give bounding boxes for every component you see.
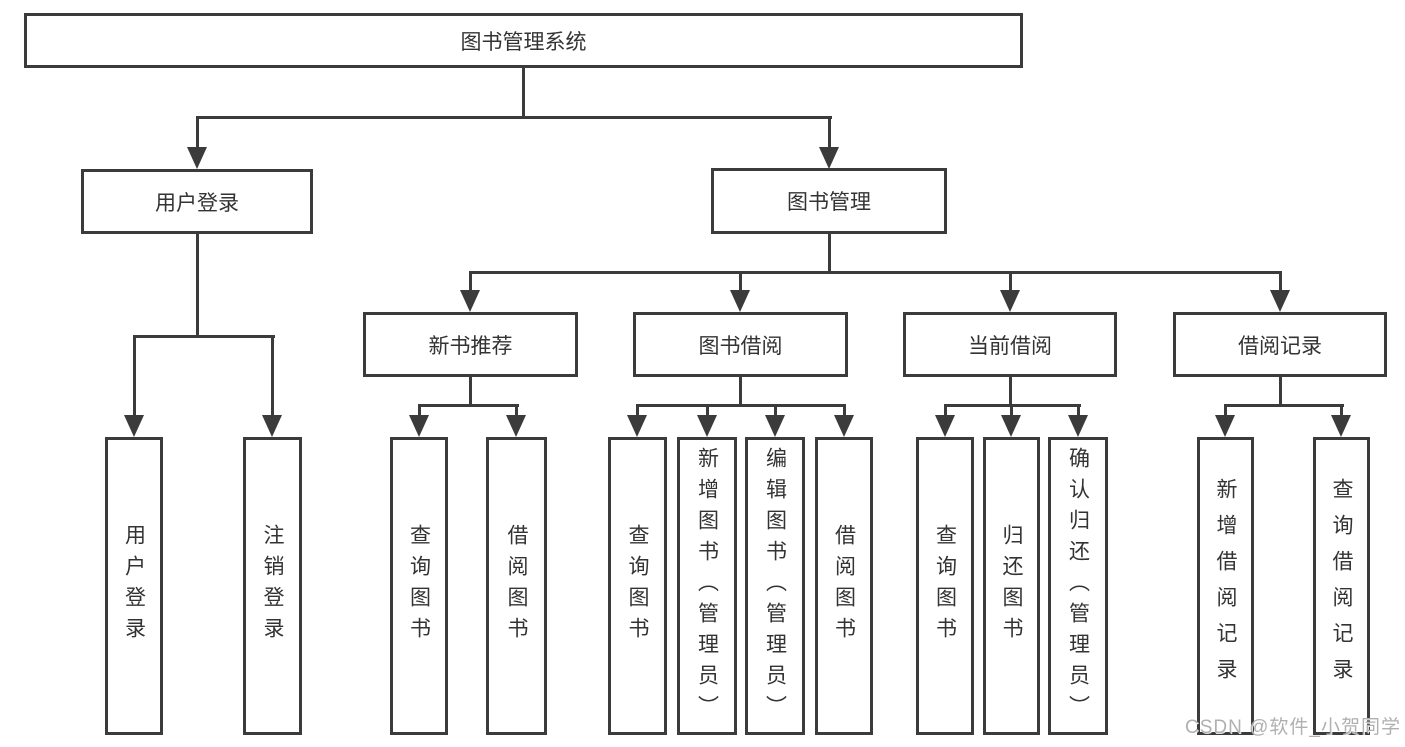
connector-bor-leaf2-stem xyxy=(706,404,709,417)
connector-borrow-down xyxy=(739,376,742,407)
leaf-confirm-return-admin: 确认归还（管理员） xyxy=(1048,437,1108,735)
leaf-add-borrow-record: 新增借阅记录 xyxy=(1197,437,1254,735)
connector-current-stem xyxy=(1009,271,1012,291)
leaf-borrow-books-recommend: 借阅图书 xyxy=(486,437,547,735)
node-current-borrowing: 当前借阅 xyxy=(903,312,1117,377)
arrow-to-leaf-login xyxy=(124,415,144,437)
node-user-login: 用户登录 xyxy=(81,169,313,234)
connector-recommend-stem xyxy=(469,271,472,291)
connector-bor-leaf3-stem xyxy=(774,404,777,417)
connector-leaf-logout-stem xyxy=(271,335,274,417)
arrow-to-bor-borrow xyxy=(834,415,854,437)
leaf-logout: 注销登录 xyxy=(243,437,302,735)
connector-recommend-rail xyxy=(418,404,519,407)
arrow-to-records xyxy=(1270,290,1290,312)
node-library-management-system: 图书管理系统 xyxy=(24,13,1023,68)
connector-records-down xyxy=(1279,376,1282,407)
leaf-query-books-borrow: 查询图书 xyxy=(608,437,667,735)
connector-bor-leaf4-stem xyxy=(843,404,846,417)
leaf-user-login: 用户登录 xyxy=(105,437,163,735)
leaf-query-books-current: 查询图书 xyxy=(916,437,974,735)
arrow-to-rec-query xyxy=(409,415,429,437)
node-new-book-recommendation: 新书推荐 xyxy=(363,312,578,377)
connector-current-down xyxy=(1009,376,1012,407)
connector-recommend-down xyxy=(469,376,472,407)
leaf-edit-books-admin: 编辑图书（管理员） xyxy=(745,437,805,735)
connector-recd-leaf1-stem xyxy=(1224,404,1227,417)
arrow-to-recd-query xyxy=(1331,415,1351,437)
arrow-to-cur-return xyxy=(1001,415,1021,437)
connector-user-login-rail xyxy=(133,335,275,338)
arrow-to-recd-add xyxy=(1215,415,1235,437)
arrow-to-rec-borrow xyxy=(506,415,526,437)
node-book-management: 图书管理 xyxy=(711,168,947,234)
arrow-to-book-mgmt xyxy=(819,147,839,169)
connector-leaf-login-stem xyxy=(133,335,136,417)
leaf-borrow-books: 借阅图书 xyxy=(815,437,873,735)
node-borrowing-records: 借阅记录 xyxy=(1173,312,1387,377)
connector-borrow-stem xyxy=(739,271,742,291)
leaf-query-books-recommend: 查询图书 xyxy=(390,437,448,735)
leaf-query-borrow-record: 查询借阅记录 xyxy=(1313,437,1370,735)
connector-cur-leaf1-stem xyxy=(944,404,947,417)
connector-level3-rail xyxy=(469,271,1282,274)
connector-recd-leaf2-stem xyxy=(1340,404,1343,417)
arrow-to-bor-add xyxy=(697,415,717,437)
connector-user-login-stem xyxy=(196,116,199,148)
connector-cur-leaf2-stem xyxy=(1010,404,1013,417)
connector-cur-leaf3-stem xyxy=(1077,404,1080,417)
leaf-return-books: 归还图书 xyxy=(983,437,1040,735)
connector-rec-leaf2-stem xyxy=(515,404,518,417)
arrow-to-current xyxy=(1000,290,1020,312)
watermark-text: CSDN @软件_小贺同学 xyxy=(1185,717,1401,738)
arrow-to-user-login xyxy=(187,147,207,169)
leaf-add-books-admin: 新增图书（管理员） xyxy=(677,437,737,735)
arrow-to-leaf-logout xyxy=(262,415,282,437)
connector-user-login-down xyxy=(196,233,199,338)
connector-level2-rail xyxy=(196,116,832,119)
arrow-to-bor-edit xyxy=(765,415,785,437)
arrow-to-borrow xyxy=(730,290,750,312)
connector-book-mgmt-down xyxy=(828,233,831,274)
arrow-to-cur-confirm xyxy=(1068,415,1088,437)
arrow-to-cur-query xyxy=(935,415,955,437)
connector-records-stem xyxy=(1279,271,1282,291)
connector-bor-leaf1-stem xyxy=(636,404,639,417)
connector-borrow-rail xyxy=(636,404,846,407)
connector-root-stem xyxy=(522,66,525,118)
connector-records-rail xyxy=(1224,404,1344,407)
connector-rec-leaf1-stem xyxy=(418,404,421,417)
arrow-to-bor-query xyxy=(627,415,647,437)
connector-book-mgmt-stem xyxy=(828,116,831,148)
node-book-borrowing: 图书借阅 xyxy=(633,312,848,377)
arrow-to-recommend xyxy=(460,290,480,312)
